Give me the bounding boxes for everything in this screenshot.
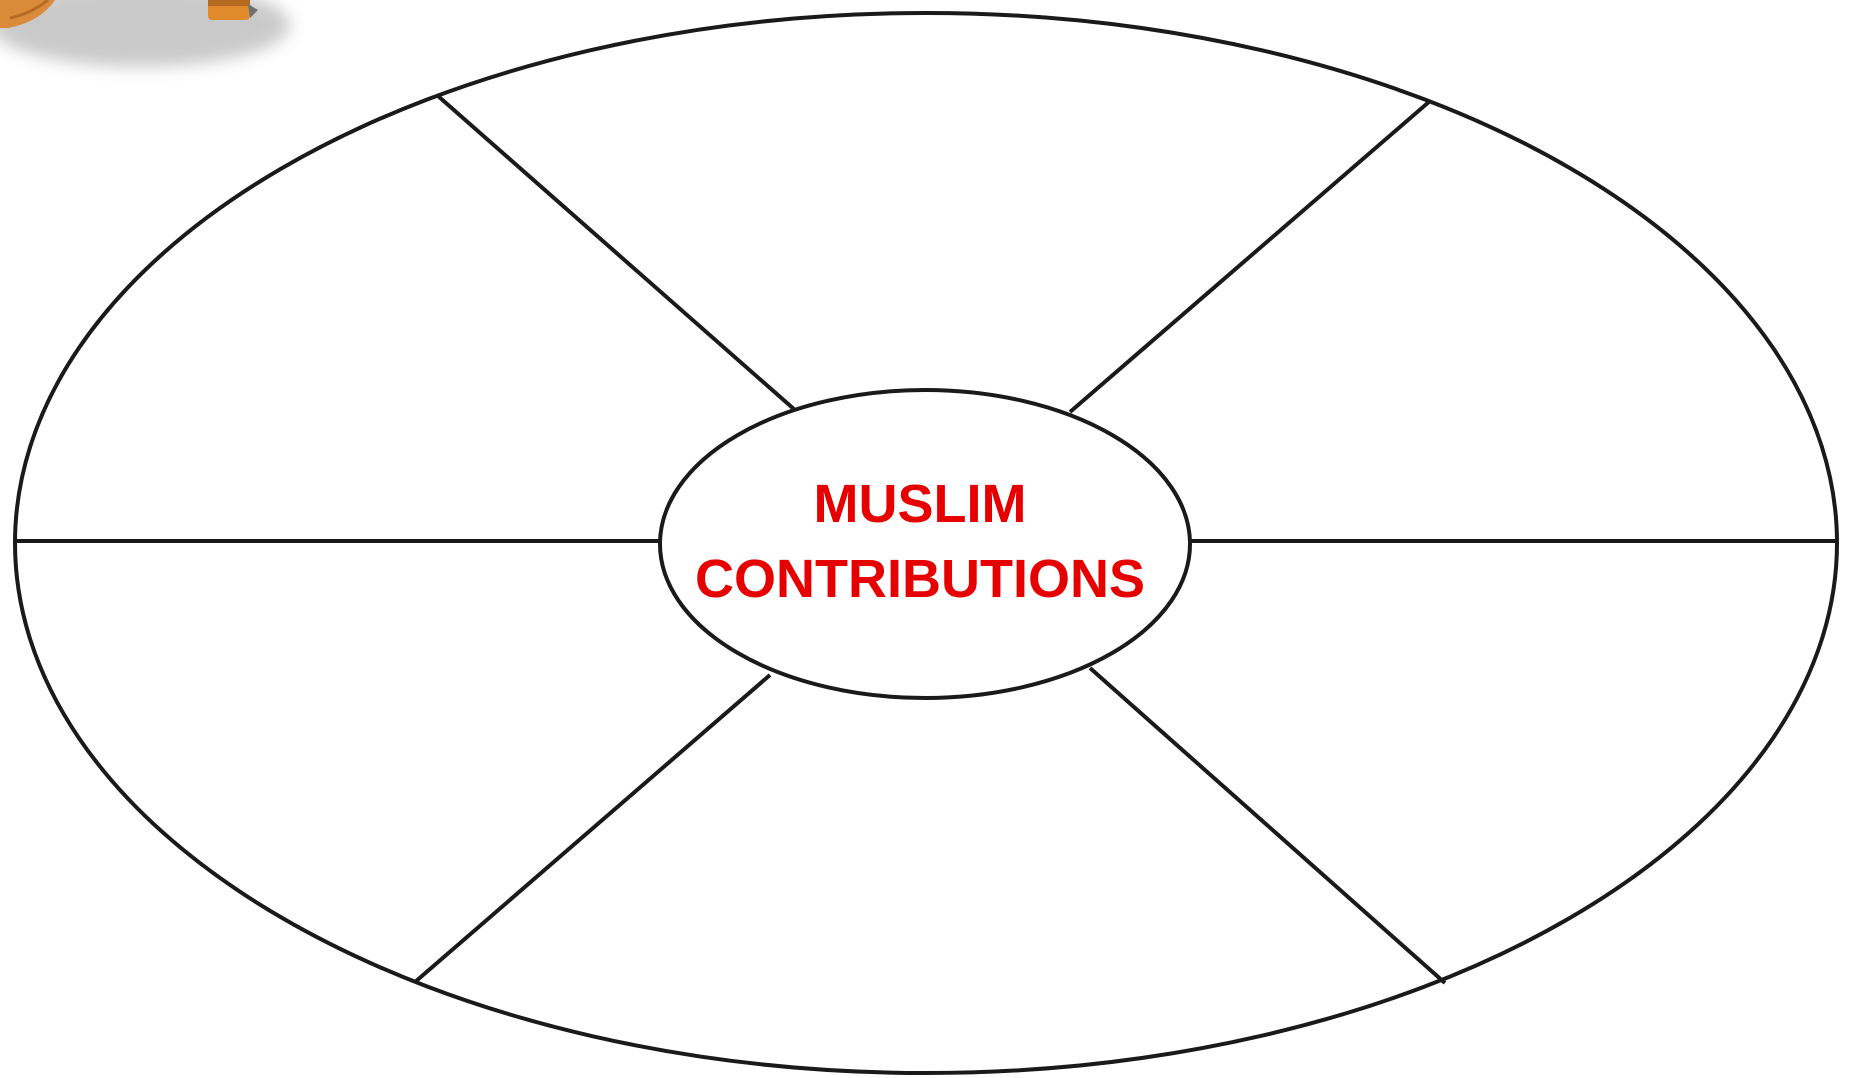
center-label-line2: CONTRIBUTIONS — [695, 549, 1145, 609]
outer-ellipse — [13, 11, 1839, 1075]
divider-top-left — [436, 94, 797, 412]
center-label-line1: MUSLIM — [814, 474, 1027, 534]
divider-bottom-right — [1088, 666, 1447, 985]
divider-bottom-left — [413, 673, 772, 984]
center-label: MUSLIM CONTRIBUTIONS — [695, 474, 1145, 609]
divider-top-right — [1068, 99, 1432, 414]
inner-ellipse — [658, 388, 1192, 700]
corner-cartoon-decoration — [0, 0, 290, 67]
section-dividers — [16, 94, 1836, 985]
